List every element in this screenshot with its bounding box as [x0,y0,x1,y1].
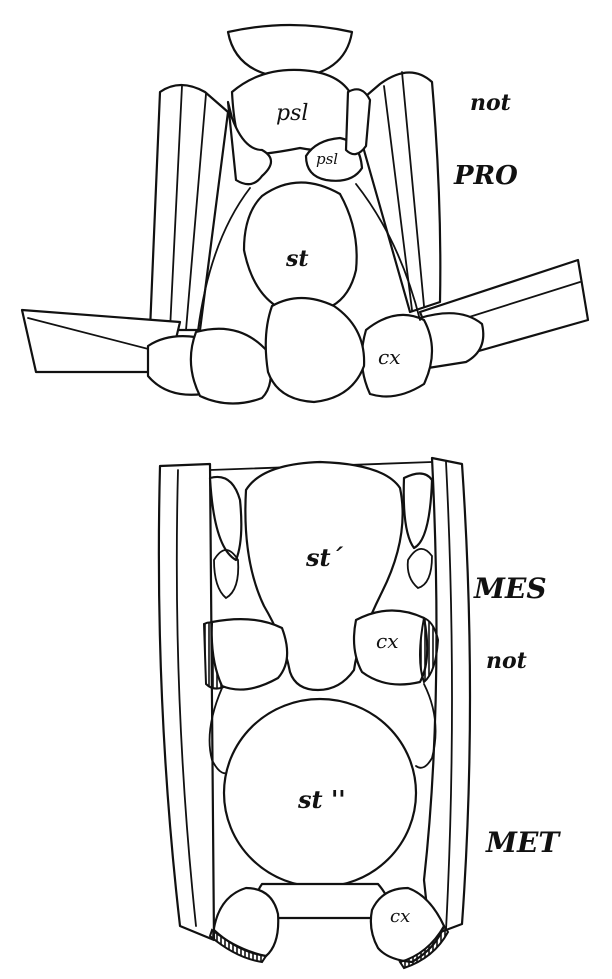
metathorax-right-side [416,684,436,768]
right-neck-sclerite [346,89,370,154]
left-coxa [191,329,271,404]
prosternum [244,182,357,306]
label-cx-pro: cx [378,345,400,369]
label-met: MET [485,826,561,859]
label-not-upper: not [470,90,511,116]
mesothorax-right-sliver [404,473,432,548]
label-mes: MES [473,572,547,605]
meso-metathorax [159,458,470,968]
meso-coxa-left [212,619,287,689]
label-st-meso: st´ [305,543,344,572]
label-st-pro: st [285,246,309,272]
label-st-meta: st '' [297,785,346,814]
mesothorax-right-loop [408,549,432,588]
label-psl-upper: psl [276,101,308,126]
label-cx-meso: cx [376,629,398,653]
label-psl-lower: psl [316,150,338,168]
label-cx-meta: cx [390,906,410,927]
prosternal-lobe [266,298,364,402]
label-not-lower: not [486,648,527,674]
mesothorax-left-sliver [210,477,241,560]
label-pro: PRO [453,161,518,191]
prothorax [22,25,588,404]
pterothorax-frame-left [159,464,214,940]
pterothorax-frame-right [424,458,470,936]
